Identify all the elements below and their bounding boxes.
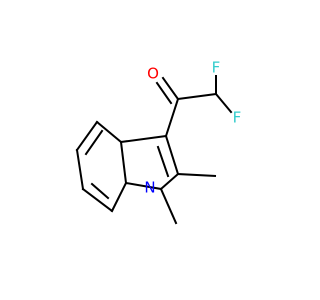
bond-lines — [75, 75, 233, 225]
molecule-structure: O F F N — [75, 59, 241, 225]
bond-difluoro-c-f2 — [214, 92, 233, 114]
bond-c3-c2 — [164, 134, 180, 176]
bond-c3-carbonyl-c — [164, 97, 180, 138]
bond-c5-c6 — [75, 148, 85, 191]
oxygen-label: O — [147, 65, 159, 83]
fluorine-label-2: F — [233, 109, 242, 127]
double-bond-inner-c3-c2 — [156, 145, 170, 178]
carbonyl-bond-a — [161, 76, 180, 101]
carbonyl-bond-b — [155, 81, 173, 105]
bond-c7a-c3a — [119, 140, 128, 185]
bond-c2-methyl — [176, 172, 217, 178]
double-bond-inner-c4-c5 — [84, 129, 104, 156]
bond-c3a-c3 — [119, 134, 168, 144]
atom-labels: O F F N — [144, 59, 241, 197]
nitrogen-label: N — [144, 179, 155, 197]
double-bond-inner-c6-c7 — [90, 182, 110, 200]
bond-carbonyl-c-difluoro-c — [176, 92, 218, 101]
fluorine-label-1: F — [212, 59, 221, 77]
bond-n1-methyl — [159, 187, 178, 225]
bond-n1-c7a — [124, 181, 163, 191]
bond-c4-c5 — [75, 120, 99, 152]
bond-c2-n1 — [159, 172, 180, 191]
molecule-canvas: O F F N — [75, 58, 242, 225]
bond-c7-c7a — [110, 181, 128, 213]
bond-c3a-c4 — [95, 120, 123, 144]
bond-c6-c7 — [81, 187, 114, 213]
